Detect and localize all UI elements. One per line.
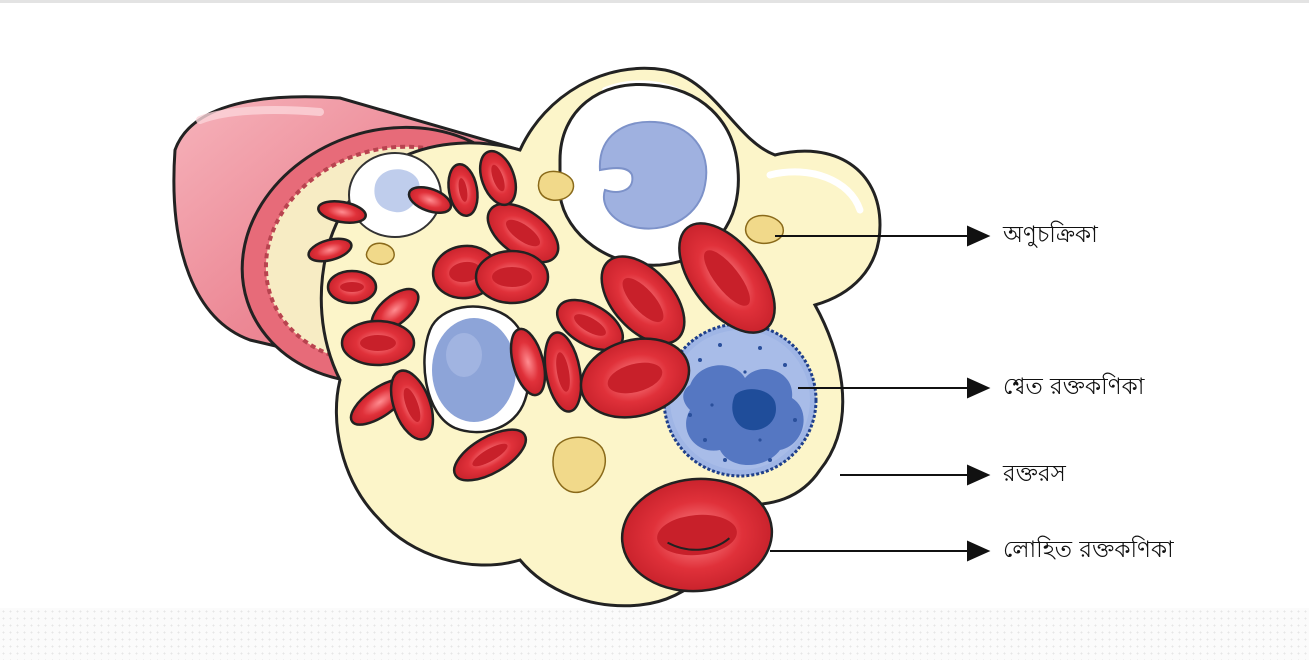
label-pointers: [770, 225, 991, 562]
rbc: [307, 237, 353, 263]
red-blood-cell-arrowhead: [967, 540, 991, 562]
rbc-labeled: [620, 477, 774, 593]
granulocyte-cell: [662, 322, 818, 478]
rbc: [579, 337, 691, 419]
rbc: [389, 369, 435, 441]
platelet-label: অণুচক্রিকা: [1003, 222, 1098, 248]
plasma-label: রক্তরস: [1003, 461, 1066, 487]
platelet-arrowhead: [967, 225, 991, 247]
rbc: [509, 327, 547, 397]
platelet: [552, 436, 607, 494]
white-blood-cell-label: শ্বেত রক্তকণিকা: [1003, 374, 1145, 400]
red-blood-cells: [307, 149, 776, 593]
rbc: [556, 298, 624, 352]
rbc: [326, 269, 378, 305]
white-blood-cell-middle: [423, 305, 531, 434]
white-blood-cell-top: [558, 82, 740, 267]
rbc: [543, 331, 583, 413]
rbc: [407, 185, 453, 215]
dotted-footer-band: [0, 608, 1309, 660]
rbc: [600, 255, 686, 345]
rbc: [317, 200, 367, 224]
red-blood-cell-label: লোহিত রক্তকণিকা: [1003, 537, 1174, 563]
rbc: [474, 249, 550, 305]
top-divider: [0, 0, 1309, 3]
platelets: [365, 170, 785, 494]
plasma-arrowhead: [967, 464, 991, 486]
rbc: [452, 428, 528, 482]
platelet: [744, 214, 785, 245]
rbc: [340, 319, 416, 367]
rbc: [486, 202, 560, 264]
platelet: [537, 170, 575, 201]
white-blood-cell-arrowhead: [967, 377, 991, 399]
white-blood-cell-vessel: [348, 152, 442, 238]
rbc: [447, 163, 479, 217]
platelet: [365, 242, 395, 266]
rbc: [478, 149, 518, 207]
rbc: [678, 222, 776, 334]
